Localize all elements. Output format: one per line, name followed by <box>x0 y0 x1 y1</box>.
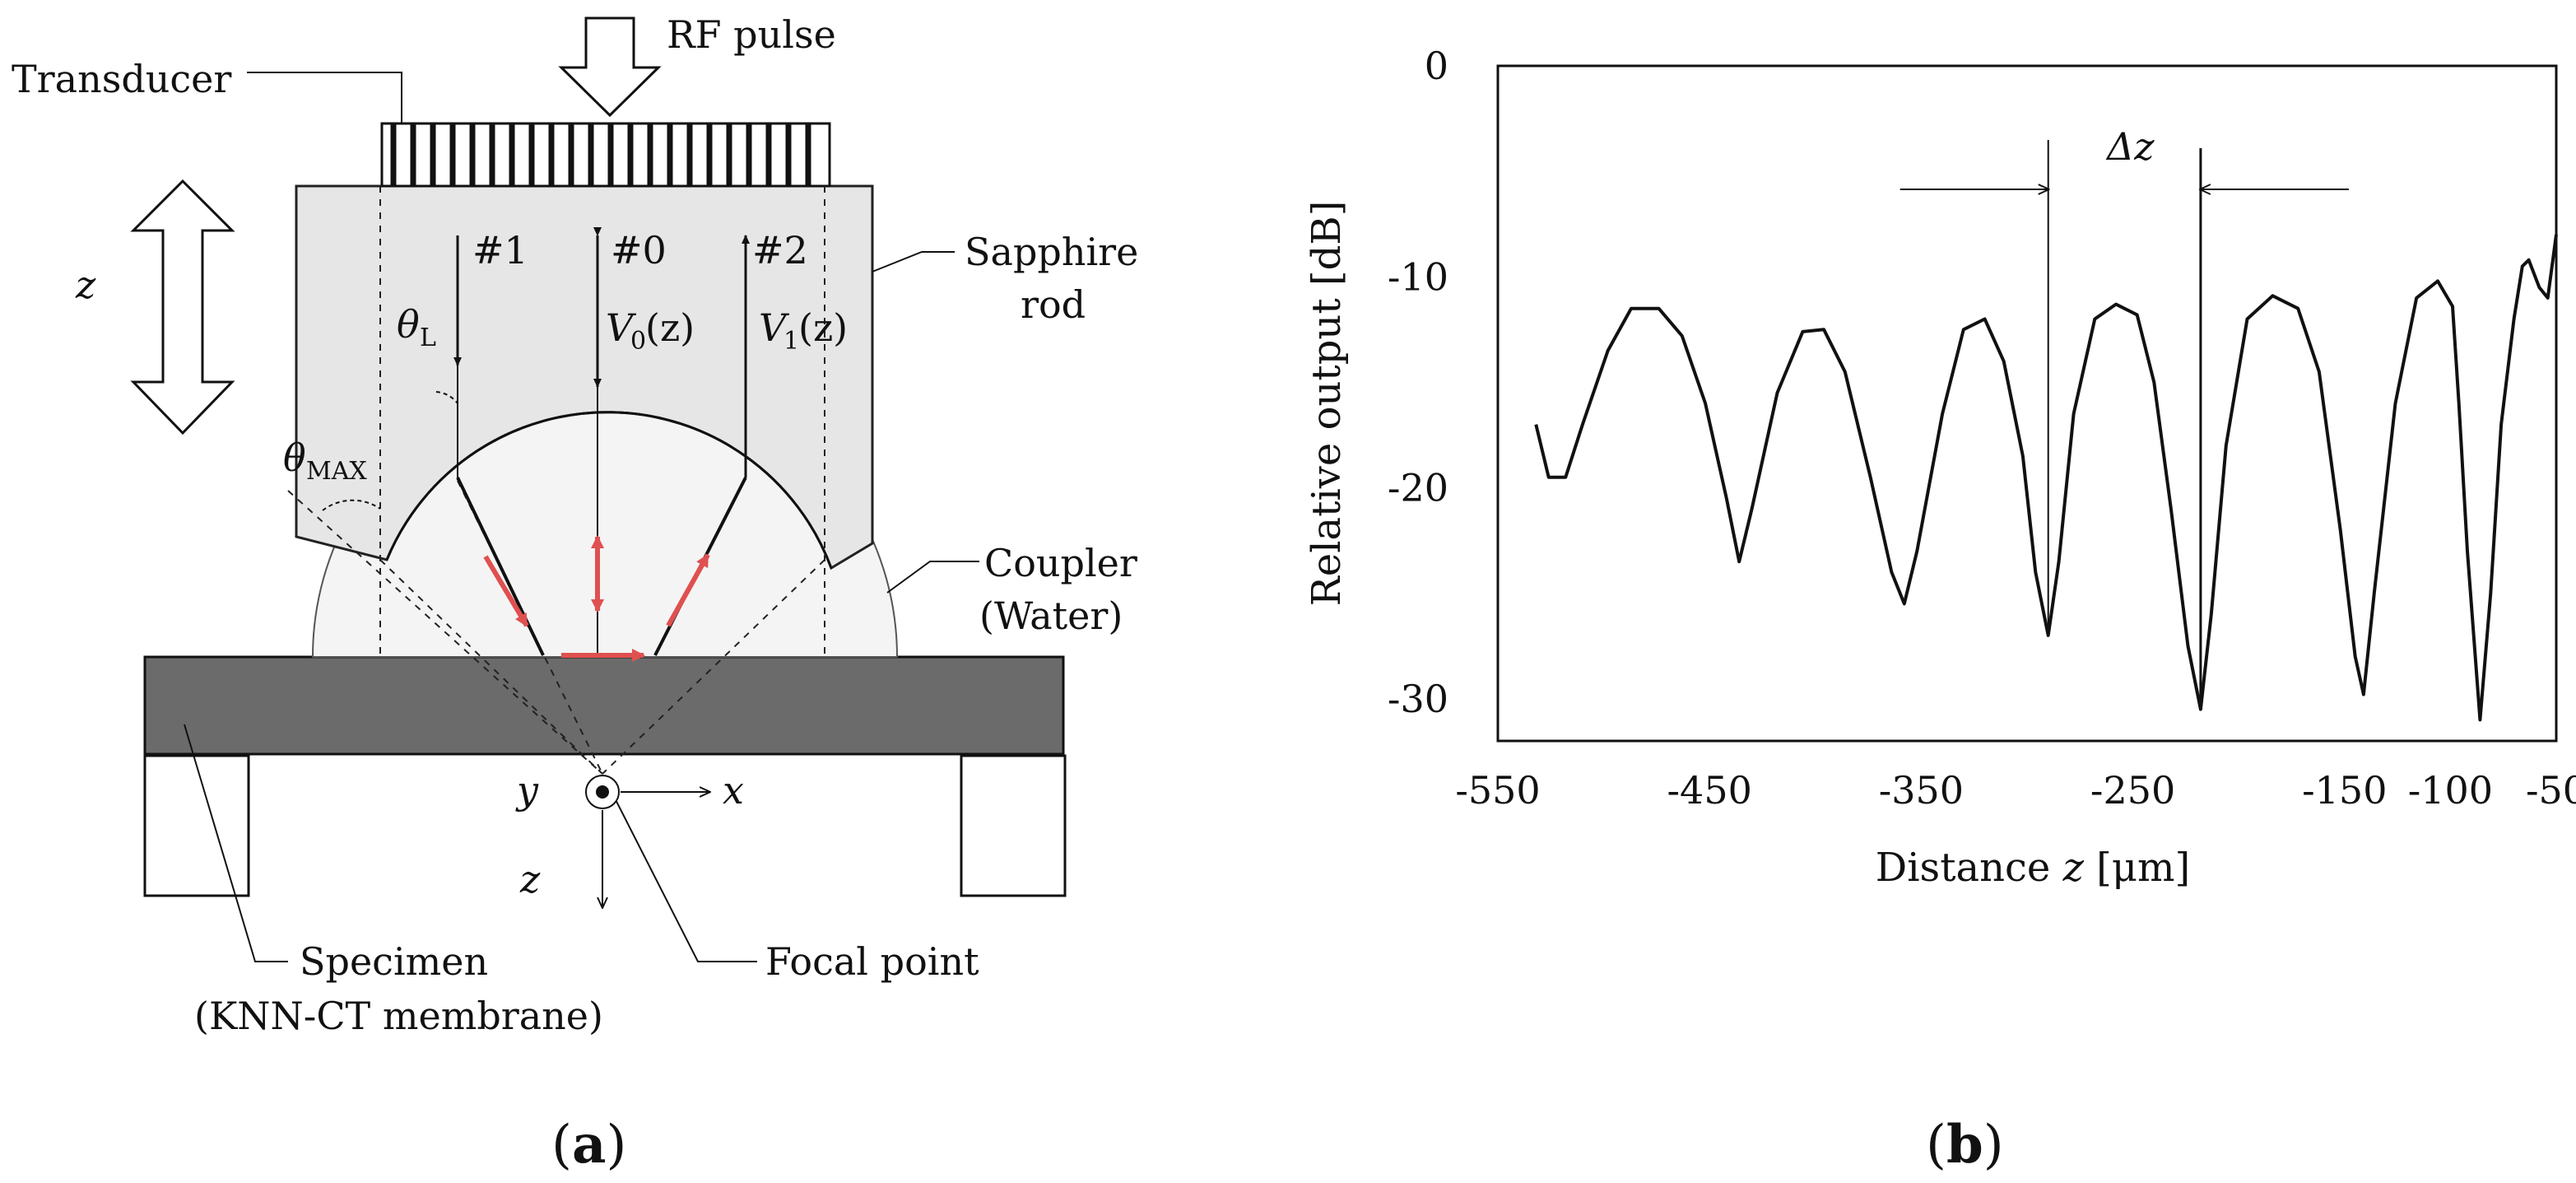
caption-a: (a) <box>551 1114 626 1176</box>
theta-l-arc <box>435 391 458 404</box>
specimen-leader <box>184 724 288 962</box>
panel-b-chart: -550 -450 -350 -250 -150 -100 -50 0 -10 -20 -30 Re… <box>1304 44 2576 1176</box>
y-tick-label: -30 <box>1388 677 1448 721</box>
rf-pulse-label: RF pulse <box>667 12 836 57</box>
x-tick-label: -350 <box>1879 768 1964 813</box>
transducer-label: Transducer <box>12 57 231 101</box>
y-tick-label: -10 <box>1388 254 1448 299</box>
x-tick-label: -450 <box>1667 768 1752 813</box>
theta-max-label: θ <box>283 435 306 480</box>
specimen-label-line2: (KNN-CT membrane) <box>194 994 603 1038</box>
v1-label: V <box>759 305 790 350</box>
channel-0-label: #0 <box>611 228 667 272</box>
rf-pulse-arrow <box>558 16 662 118</box>
sapphire-rod-label-line2: rod <box>1021 282 1086 327</box>
sapphire-rod-label-line1: Sapphire <box>965 230 1138 274</box>
y-axis-label: y <box>515 768 539 813</box>
specimen-label-line1: Specimen <box>300 939 488 984</box>
chart-layer: -550 -450 -350 -250 -150 -100 -50 0 -10 -20 -30 <box>1388 44 2576 813</box>
transducer-leader <box>247 72 402 123</box>
x-tick-label: -100 <box>2408 768 2493 813</box>
focal-point-label: Focal point <box>765 939 979 984</box>
x-tick-label: -550 <box>1455 768 1540 813</box>
v0-label: V <box>606 305 637 350</box>
x-tick-label: -50 <box>2526 768 2576 813</box>
channel-2-label: #2 <box>752 228 808 272</box>
red-arrow-incident <box>483 555 529 627</box>
channel-1-label: #1 <box>472 228 528 272</box>
v0-subscript: 0 <box>630 327 646 356</box>
caption-b: (b) <box>1926 1114 2004 1176</box>
theta-l-subscript: L <box>420 324 436 352</box>
v0-argument: (z) <box>645 305 695 350</box>
focal-leader <box>603 776 757 962</box>
specimen-membrane <box>143 655 1065 756</box>
v1-argument: (z) <box>798 305 848 350</box>
red-arrow-leaky <box>666 553 710 627</box>
lens-cavity <box>385 411 833 569</box>
y-tick-label: 0 <box>1425 44 1448 88</box>
left-support <box>143 754 250 897</box>
sapphire-leader <box>872 251 955 272</box>
series-line <box>1534 234 2558 722</box>
x-tick-label: -150 <box>2302 768 2387 813</box>
panel-a-diagram: RF pulse Transducer z #1 #0 #2 Sapphire … <box>12 12 1138 1176</box>
z-axis-label: z <box>519 857 541 901</box>
theta-max-arc <box>322 499 381 511</box>
z-double-arrow <box>130 179 235 435</box>
coupler-label-line2: (Water) <box>979 594 1123 638</box>
y-axis-title: Relative output [dB] <box>1304 201 1350 607</box>
x-axis-label: x <box>723 768 744 813</box>
z-arrow-label: z <box>75 263 96 307</box>
x-axis-title: Distance z [μm] <box>1876 845 2191 891</box>
coupler-label-line1: Coupler <box>984 541 1137 585</box>
x-tick-label: -250 <box>2090 768 2175 813</box>
v1-subscript: 1 <box>783 327 799 356</box>
right-support <box>960 754 1067 897</box>
delta-z-label: Δz <box>2105 124 2155 169</box>
theta-l-label: θ <box>397 302 420 347</box>
transducer-array <box>380 122 831 188</box>
theta-max-subscript: MAX <box>306 457 367 486</box>
y-tick-label: -20 <box>1388 466 1448 510</box>
coupler-leader <box>886 561 979 594</box>
plot-frame <box>1496 64 2558 743</box>
